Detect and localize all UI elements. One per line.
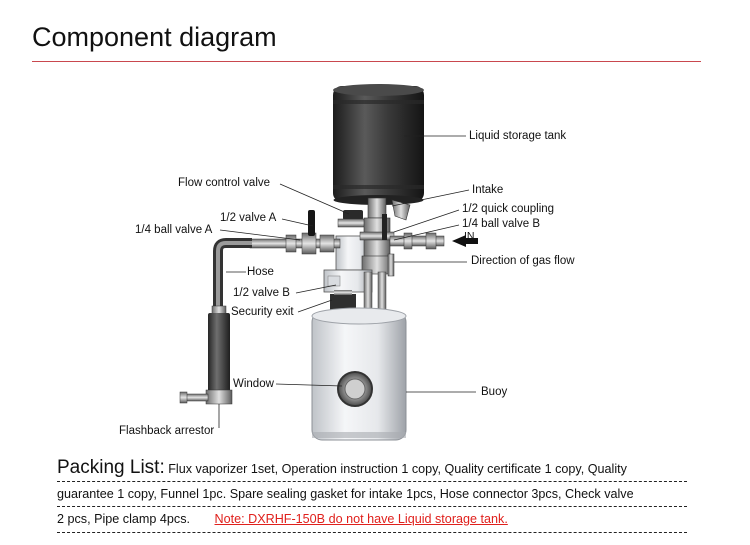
packing-line-2: guarantee 1 copy, Funnel 1pc. Spare seal…: [57, 482, 687, 507]
packing-line-3: 2 pcs, Pipe clamp 4pcs. Note: DXRHF-150B…: [57, 507, 687, 533]
title-divider: [32, 61, 701, 62]
packing-line-1: Packing List: Flux vaporizer 1set, Opera…: [57, 456, 687, 482]
liquid-storage-tank: [333, 84, 424, 205]
packing-text-2: guarantee 1 copy, Funnel 1pc. Spare seal…: [57, 486, 634, 501]
label-in: IN: [464, 230, 475, 242]
label-flow-control-valve: Flow control valve: [178, 177, 271, 189]
label-flashback-arrestor: Flashback arrestor: [119, 425, 215, 437]
packing-heading: Packing List:: [57, 457, 165, 478]
packing-text-1: Flux vaporizer 1set, Operation instructi…: [168, 462, 627, 476]
label-buoy: Buoy: [481, 386, 508, 398]
label-half-valve-a: 1/2 valve A: [220, 212, 277, 224]
label-quarter-ball-valve-b: 1/4 ball valve B: [462, 218, 540, 230]
label-security-exit: Security exit: [231, 306, 294, 318]
central-fittings: [323, 197, 478, 317]
label-half-quick-coupling: 1/2 quick coupling: [462, 203, 555, 215]
label-intake: Intake: [472, 184, 504, 196]
packing-list: Packing List: Flux vaporizer 1set, Opera…: [57, 456, 687, 533]
packing-note: Note: DXRHF-150B do not have Liquid stor…: [214, 512, 508, 526]
flashback-arrestor: [179, 305, 233, 405]
label-direction-of-gas-flow: Direction of gas flow: [471, 255, 575, 267]
label-liquid-storage-tank: Liquid storage tank: [469, 130, 567, 142]
label-half-valve-b: 1/2 valve B: [233, 287, 290, 299]
packing-text-3: 2 pcs, Pipe clamp 4pcs.: [57, 512, 190, 526]
page-title: Component diagram: [32, 22, 277, 52]
label-window: Window: [233, 378, 274, 390]
label-quarter-ball-valve-a: 1/4 ball valve A: [135, 224, 213, 236]
hose: [213, 238, 252, 312]
sight-window: [337, 371, 373, 407]
leader-lines: [218, 135, 476, 428]
label-hose: Hose: [247, 266, 274, 278]
